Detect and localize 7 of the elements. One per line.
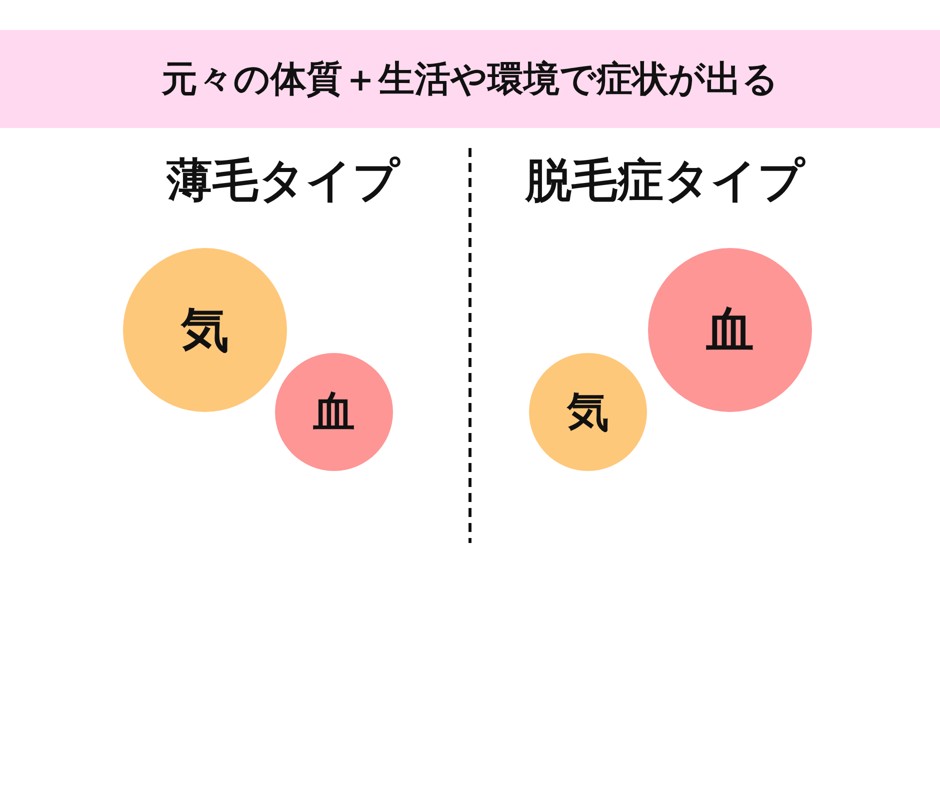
circle-label: 気 xyxy=(181,306,229,354)
title: 元々の体質＋生活や環境で症状が出る xyxy=(160,58,780,102)
heading: 薄毛タイプ xyxy=(166,152,402,209)
circle-label: 血 xyxy=(313,391,355,433)
heading: 脱毛症タイプ xyxy=(524,152,806,209)
circle-label: 血 xyxy=(706,306,754,354)
circle-label: 気 xyxy=(567,391,609,433)
